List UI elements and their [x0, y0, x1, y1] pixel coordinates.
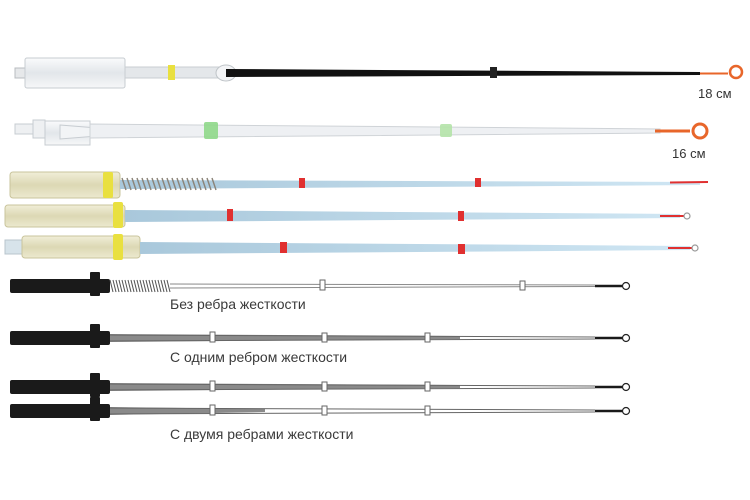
rod-cork-2 [4, 202, 691, 228]
diagram-two-ribs-a [10, 373, 631, 397]
length-label-16cm: 16 см [672, 146, 706, 161]
rod-18cm [14, 57, 744, 89]
rod-16cm [14, 119, 709, 146]
caption-one-rib: С одним ребром жесткости [170, 349, 348, 365]
rod-cork-1 [9, 171, 709, 199]
diagram-two-ribs-b [10, 397, 631, 421]
rod-cork-3 [4, 234, 699, 260]
caption-two-ribs: С двумя ребрами жесткости [170, 426, 354, 442]
caption-no-rib: Без ребра жесткости [170, 296, 306, 312]
diagram-one-rib [10, 324, 631, 348]
length-label-18cm: 18 см [698, 86, 732, 101]
diagram-no-rib [10, 272, 631, 296]
